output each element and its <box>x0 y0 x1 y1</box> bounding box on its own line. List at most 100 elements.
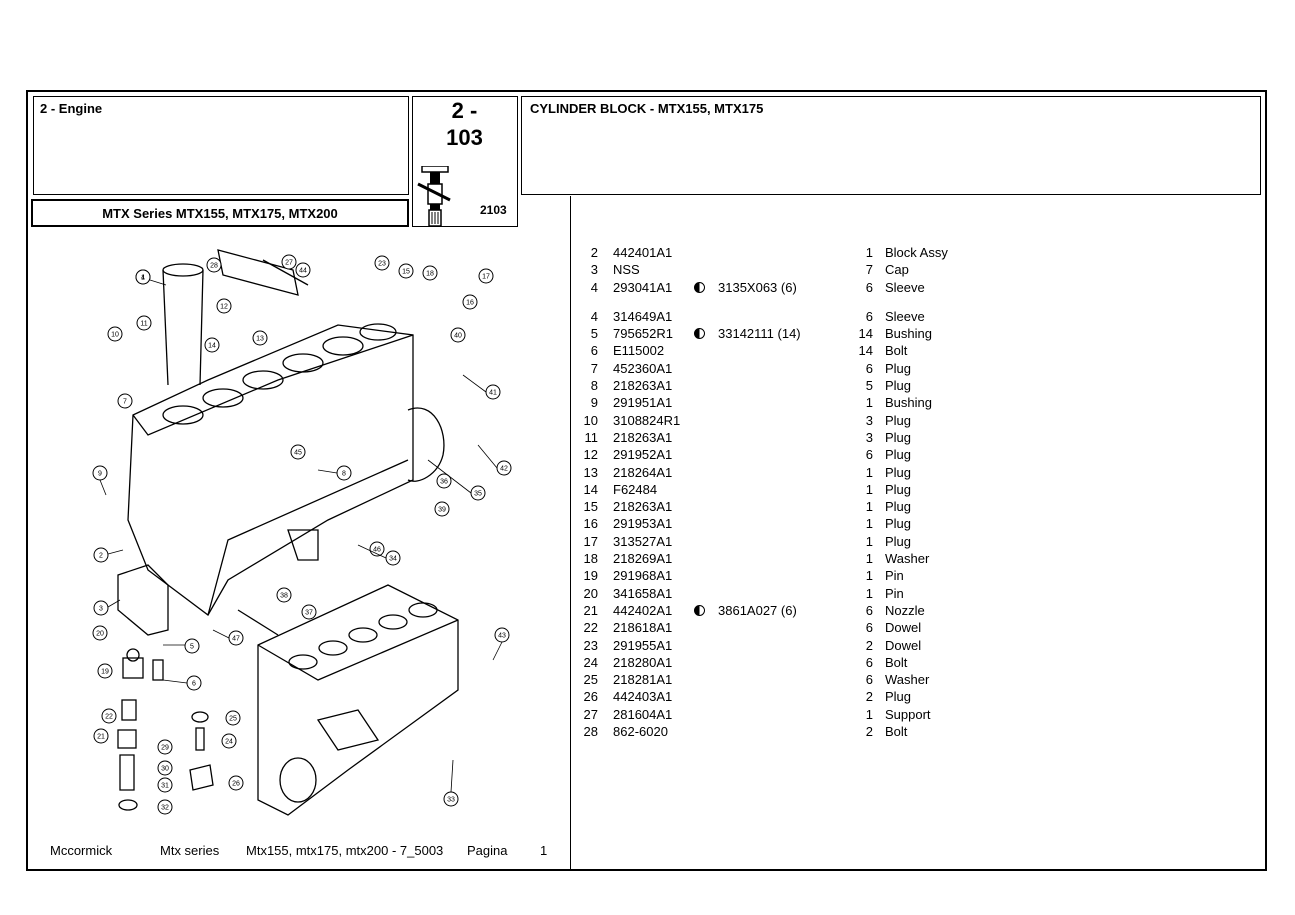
part-quantity: 5 <box>865 378 873 394</box>
part-description: Plug <box>885 481 912 497</box>
part-quantity: 1 <box>865 533 873 549</box>
part-code: 452360A1 <box>613 360 673 376</box>
part-position: 16 <box>583 516 598 532</box>
part-code: 293041A1 <box>613 279 673 295</box>
part-code: 218263A1 <box>613 499 673 515</box>
part-code: 291952A1 <box>613 447 673 463</box>
part-position: 10 <box>583 412 598 428</box>
alternative-code: 33142111 (14) <box>718 326 801 342</box>
callout-label: 2 <box>99 553 103 560</box>
callout-23 <box>374 255 390 271</box>
part-description: Dowel <box>885 620 922 636</box>
part-quantity: 6 <box>865 279 873 295</box>
section-title: 2 - Engine <box>40 101 103 116</box>
part-position: 2 <box>590 245 598 260</box>
cylinder-block-drawing: 1234567891011121314151617181920212223242… <box>92 249 512 816</box>
callout-13 <box>252 330 268 346</box>
part-quantity: 2 <box>865 637 873 653</box>
callout-label: 5 <box>190 644 194 651</box>
part-quantity: 6 <box>865 620 873 636</box>
callout-16 <box>462 294 478 310</box>
callout-label: 33 <box>447 797 455 804</box>
part-code: 218269A1 <box>613 551 673 567</box>
block-title: CYLINDER BLOCK - MTX155, MTX175 <box>530 101 764 116</box>
part-description: Dowel <box>885 637 922 653</box>
callout-label: 18 <box>426 271 434 278</box>
section-box <box>33 96 409 195</box>
part-description: Bushing <box>885 395 932 411</box>
part-description: Nozzle <box>885 602 925 618</box>
callout-label: 29 <box>161 745 169 752</box>
alternative-code: 3861A027 (6) <box>718 602 797 618</box>
part-description: Plug <box>885 533 912 549</box>
callout-label: 8 <box>342 471 346 478</box>
part-description: Washer <box>885 672 930 688</box>
callout-label: 39 <box>438 507 446 514</box>
part-description: Sleeve <box>885 308 925 324</box>
callout-label: 40 <box>454 333 462 340</box>
part-position: 14 <box>583 481 598 497</box>
callout-label: 13 <box>256 336 264 343</box>
part-description: Cap <box>885 262 909 278</box>
part-position: 27 <box>583 706 598 722</box>
callout-10 <box>107 326 123 342</box>
callout-7 <box>117 393 133 409</box>
part-description: Support <box>885 706 931 722</box>
callout-label: 28 <box>210 263 218 270</box>
part-description: Plug <box>885 360 912 376</box>
callout-2 <box>93 547 109 563</box>
callout-39 <box>434 501 450 517</box>
part-position: 25 <box>583 672 598 688</box>
part-alternative: 33142111 (14) <box>694 325 801 342</box>
part-code: F62484 <box>613 481 658 497</box>
part-code: 3108824R1 <box>613 412 681 428</box>
part-code: 291951A1 <box>613 395 673 411</box>
callout-label: 25 <box>229 716 237 723</box>
part-quantity: 1 <box>865 706 873 722</box>
callout-label: 6 <box>192 681 196 688</box>
part-position: 9 <box>590 395 598 411</box>
part-quantity: 6 <box>865 360 873 376</box>
part-code: E115002 <box>613 343 665 359</box>
callout-29 <box>157 739 173 755</box>
part-quantity: 2 <box>865 724 873 740</box>
callout-15 <box>398 263 414 279</box>
part-quantity: 6 <box>865 672 873 688</box>
callout-19 <box>97 663 113 679</box>
callout-27 <box>281 254 297 270</box>
callout-label: 21 <box>97 734 105 741</box>
part-quantity: 1 <box>865 481 873 497</box>
callout-label: 10 <box>111 332 119 339</box>
alternative-part-icon <box>694 328 705 340</box>
callout-14 <box>204 337 220 353</box>
part-position: 11 <box>584 429 599 445</box>
part-description: Pin <box>885 568 904 584</box>
alternative-code: 3135X063 (6) <box>718 279 797 295</box>
part-description: Plug <box>885 464 912 480</box>
part-description: Plug <box>885 689 912 705</box>
callout-label: 20 <box>96 631 104 638</box>
part-quantity: 1 <box>865 395 873 411</box>
callout-label: 44 <box>299 268 307 275</box>
page-frame <box>26 90 1267 871</box>
part-description: Plug <box>885 378 912 394</box>
callout-label: 4 <box>141 275 145 282</box>
part-position: 5 <box>590 326 598 342</box>
callout-26 <box>228 775 244 791</box>
callout-11 <box>136 315 152 331</box>
callout-label: 24 <box>225 739 233 746</box>
part-code: 442403A1 <box>613 689 673 705</box>
callout-label: 31 <box>161 783 169 790</box>
part-quantity: 1 <box>865 551 873 567</box>
part-description: Pin <box>885 585 904 601</box>
callout-18 <box>422 265 438 281</box>
part-quantity: 6 <box>865 654 873 670</box>
part-description: Bolt <box>885 654 908 670</box>
part-description: Washer <box>885 551 930 567</box>
part-description: Plug <box>885 516 912 532</box>
title-box <box>521 96 1261 195</box>
part-description: Plug <box>885 429 912 445</box>
callout-label: 30 <box>161 766 169 773</box>
part-description: Sleeve <box>885 279 925 295</box>
part-code: 795652R1 <box>613 326 673 342</box>
